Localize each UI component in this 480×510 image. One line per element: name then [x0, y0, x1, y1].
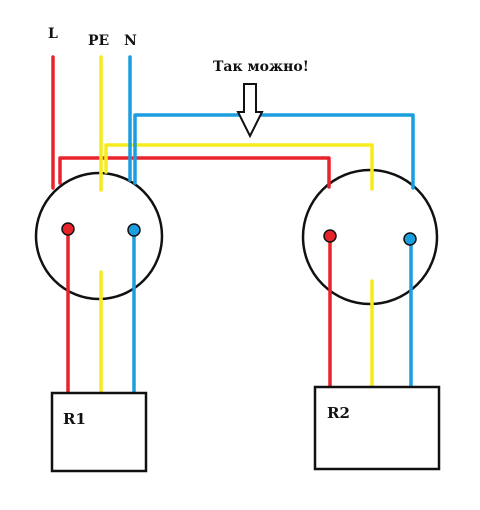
n-bridge-wire: [133, 113, 415, 190]
outlet-1-n-contact: [127, 223, 141, 237]
load-1-box: [50, 391, 148, 473]
load-1-label: R1: [63, 410, 86, 428]
down-arrow-icon: [236, 83, 264, 139]
l-bridge-wire: [58, 156, 331, 189]
label-pe: PE: [88, 33, 109, 49]
neutral-wire-group: [128, 55, 415, 394]
pe-wire-group: [99, 55, 374, 394]
label-n: N: [124, 33, 137, 49]
pe-bridge-wire: [104, 143, 374, 191]
outlet-1: [34, 171, 164, 301]
line-wire-group: [51, 55, 332, 394]
outlet-1-l-contact: [61, 222, 75, 236]
load-2-box: [313, 385, 441, 471]
outlet-2: [301, 168, 439, 306]
note-text: Так можно!: [213, 59, 309, 75]
load-2-label: R2: [327, 404, 350, 422]
outlet-2-n-contact: [403, 232, 417, 246]
label-l: L: [48, 26, 58, 42]
outlet-2-l-contact: [323, 229, 337, 243]
